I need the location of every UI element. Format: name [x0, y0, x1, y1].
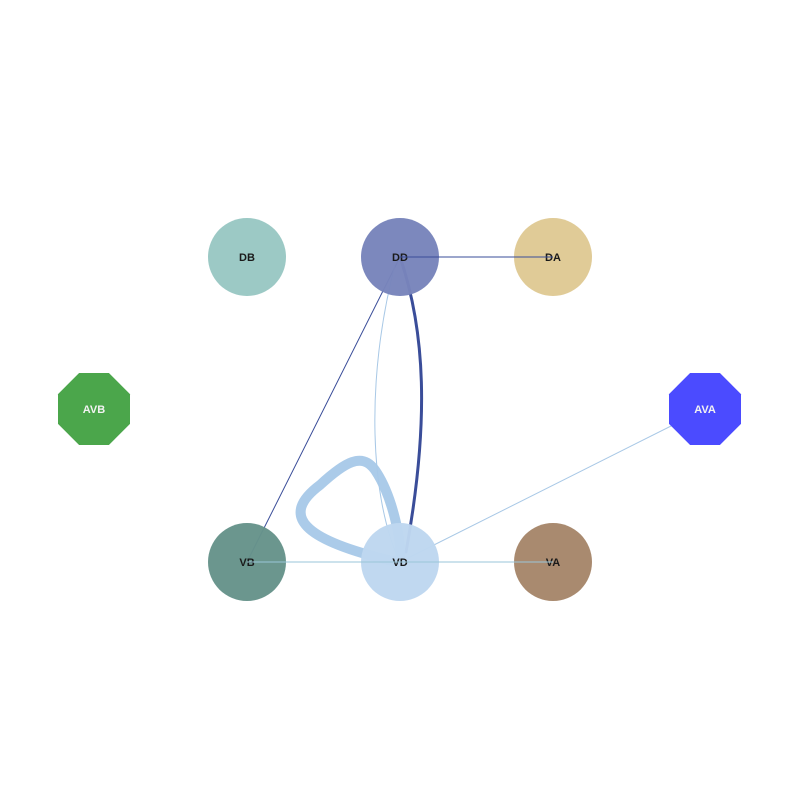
node-db-shape — [208, 218, 286, 296]
node-avb-shape — [58, 373, 130, 445]
node-ava-shape — [669, 373, 741, 445]
node-da-label: DA — [545, 252, 561, 264]
edge-overlay-layer — [247, 256, 553, 563]
node-vb-label: VB — [239, 557, 254, 569]
nodes-layer: DB DD DA AVB AVA VB VD VA — [58, 218, 741, 601]
node-db-label: DB — [239, 252, 255, 264]
node-dd-label: DD — [392, 252, 408, 264]
edge-dd-vd — [398, 255, 424, 554]
node-db[interactable]: DB — [208, 218, 286, 296]
node-vd-label: VD — [392, 557, 407, 569]
edges-layer — [246, 255, 706, 567]
node-ava-label: AVA — [694, 404, 716, 416]
node-va-label: VA — [546, 557, 561, 569]
edge-vd-ava — [399, 408, 706, 563]
node-avb-label: AVB — [83, 404, 105, 416]
node-avb[interactable]: AVB — [58, 373, 130, 445]
edge-dd-vb — [246, 256, 401, 563]
node-ava[interactable]: AVA — [669, 373, 741, 445]
edge-vd-vd — [295, 455, 406, 567]
